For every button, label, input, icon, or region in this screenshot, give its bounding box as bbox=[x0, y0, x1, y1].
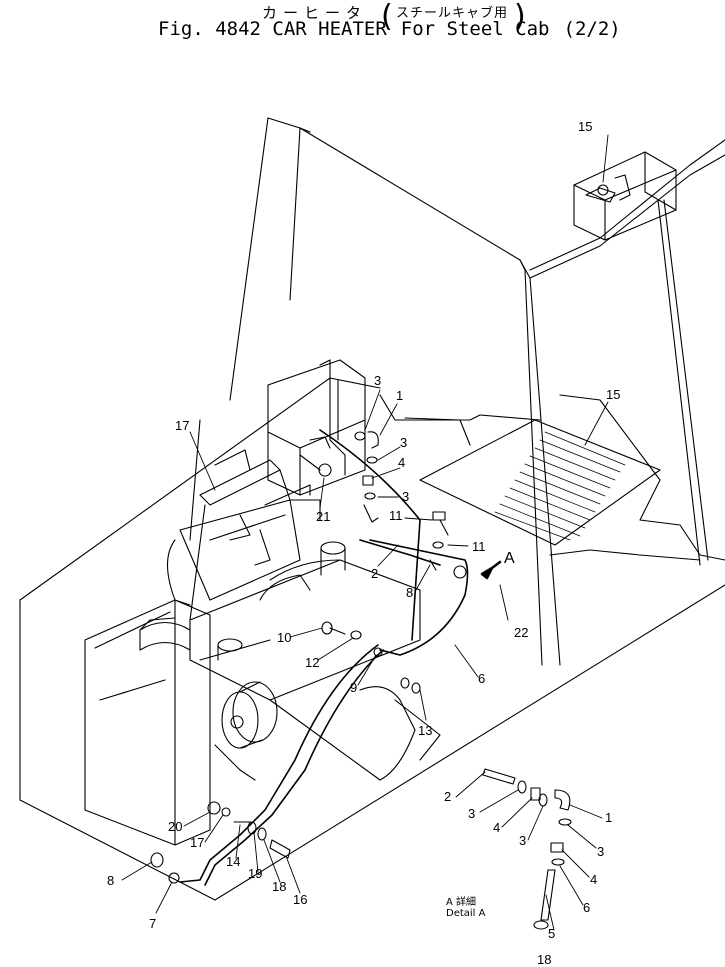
callout-7: 8 bbox=[107, 873, 114, 888]
leader-lines bbox=[121, 134, 609, 931]
callout-15: 17 bbox=[190, 835, 204, 850]
title-english: Fig. 4842 CAR HEATER For Steel Cab (2/2) bbox=[158, 18, 621, 40]
callout-10: 11 bbox=[389, 508, 403, 523]
callout-12: 13 bbox=[418, 723, 432, 738]
detail-callout-2: 2 bbox=[444, 789, 451, 804]
callout-20: 15 bbox=[606, 387, 620, 402]
title-paren-close: ) bbox=[514, 0, 526, 34]
callout-labels: 15 15 17 3 1 3 4 3 21 11 11 2 A 8 22 10 … bbox=[107, 119, 620, 967]
title-english-sub: For Steel Cab bbox=[400, 18, 550, 40]
title-english-prefix: Fig. 4842 CAR HEATER bbox=[158, 18, 387, 40]
callout-18: 21 bbox=[316, 509, 330, 524]
detail-a-english: Detail A bbox=[446, 908, 486, 919]
detail-callout-3: 3 bbox=[597, 844, 604, 859]
detail-callout-3: 3 bbox=[519, 833, 526, 848]
title-sheet: (2/2) bbox=[563, 18, 621, 40]
callout-8: 8 bbox=[406, 585, 413, 600]
detail-callout-18: 18 bbox=[537, 952, 551, 967]
detail-callout-5: 5 bbox=[548, 926, 555, 941]
heater-fittings bbox=[150, 431, 467, 884]
detail-callout-6: 6 bbox=[583, 900, 590, 915]
detail-callout-4: 4 bbox=[590, 872, 597, 887]
floor-mat bbox=[419, 419, 661, 546]
title-japanese-sub: スチールキャブ用 bbox=[396, 6, 509, 21]
callout-14: 16 bbox=[293, 892, 307, 907]
heater-core bbox=[267, 359, 366, 496]
callout-11: 12 bbox=[305, 655, 319, 670]
heater-blower bbox=[167, 449, 321, 621]
callout-11: 11 bbox=[472, 539, 486, 554]
callout-1: 1 bbox=[396, 388, 403, 403]
callout-9: 10 bbox=[277, 630, 291, 645]
callout-17: 20 bbox=[168, 819, 182, 834]
detail-callout-1: 1 bbox=[605, 810, 612, 825]
callout-19: 15 bbox=[578, 119, 592, 134]
callout-15: 18 bbox=[272, 879, 286, 894]
fan-pulley bbox=[214, 681, 278, 781]
detail-a-label: A 詳細 Detail A bbox=[446, 897, 485, 919]
cab-frame bbox=[189, 117, 725, 666]
callout-8: 9 bbox=[350, 680, 357, 695]
heater-unit-rear bbox=[573, 151, 677, 241]
detail-callout-4: 4 bbox=[493, 820, 500, 835]
callout-22: 17 bbox=[175, 418, 189, 433]
detail-a-parts bbox=[482, 768, 572, 930]
engine-block bbox=[139, 541, 441, 781]
callout-4: 4 bbox=[398, 455, 405, 470]
callout-2: 2 bbox=[371, 566, 378, 581]
callout-21: 22 bbox=[514, 625, 528, 640]
callout-5: 6 bbox=[478, 671, 485, 686]
callout-3: 3 bbox=[402, 489, 409, 504]
callout-13: 14 bbox=[226, 854, 240, 869]
callout-A: A bbox=[504, 550, 515, 567]
detail-callout-3: 3 bbox=[468, 806, 475, 821]
callout-16: 19 bbox=[248, 866, 262, 881]
detail-a-arrow bbox=[480, 560, 502, 580]
callout-3: 3 bbox=[374, 373, 381, 388]
callout-6: 7 bbox=[149, 916, 156, 931]
detail-a-japanese: A 詳細 bbox=[446, 897, 477, 908]
radiator bbox=[84, 599, 211, 846]
title-japanese: カーヒータ bbox=[262, 4, 368, 22]
title-paren-open: ( bbox=[381, 0, 393, 34]
cab-floor bbox=[19, 377, 725, 901]
callout-3: 3 bbox=[400, 435, 407, 450]
